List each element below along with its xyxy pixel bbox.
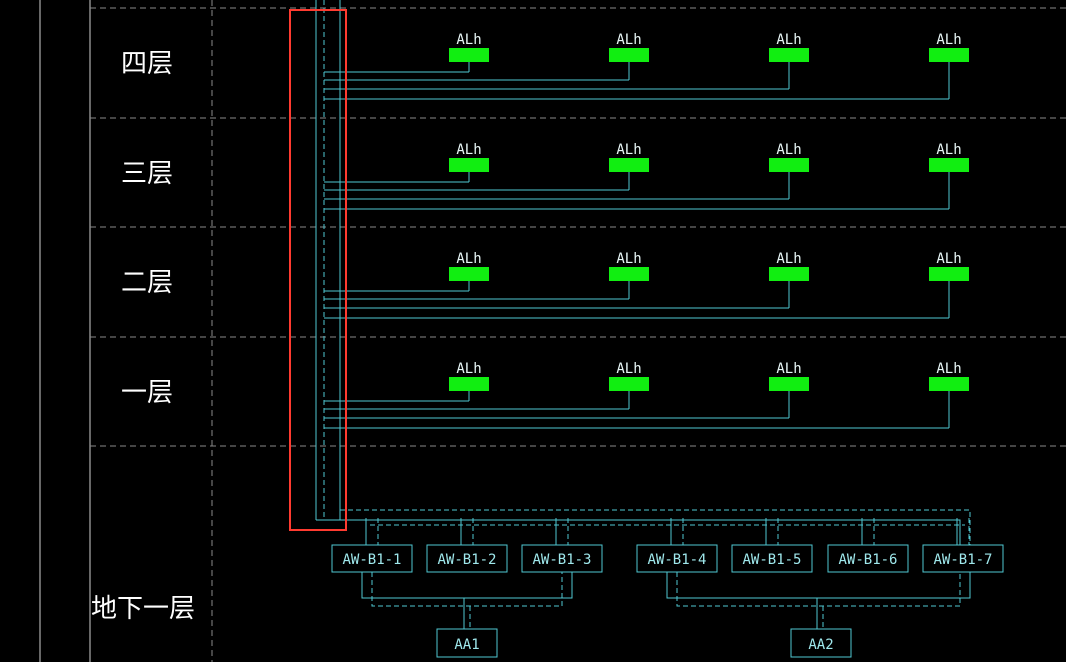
collector-line — [666, 572, 971, 599]
distribution-box — [827, 544, 909, 573]
main-panel-label: AA2 — [808, 637, 833, 653]
light-fixture — [609, 48, 649, 62]
distribution-box-label: AW-B1-5 — [742, 552, 801, 568]
floor-label-2: 三层 — [121, 159, 173, 189]
fixture-label: ALh — [456, 142, 481, 158]
collector-line-dashed — [676, 572, 961, 607]
fixture-label: ALh — [936, 361, 961, 377]
light-fixture — [449, 158, 489, 172]
fixture-label: ALh — [616, 251, 641, 267]
light-fixture — [929, 48, 969, 62]
distribution-box-label: AW-B1-6 — [838, 552, 897, 568]
wiring — [315, 0, 971, 629]
distribution-box — [922, 544, 1004, 573]
fixture-label: ALh — [936, 32, 961, 48]
light-fixture — [449, 267, 489, 281]
floor-label-4: 一层 — [121, 378, 173, 408]
distribution-box-label: AW-B1-4 — [647, 552, 706, 568]
distribution-box-label: AW-B1-1 — [342, 552, 401, 568]
distribution-box — [426, 544, 508, 573]
light-fixture — [929, 267, 969, 281]
collector-line-dashed — [371, 572, 563, 607]
distribution-box — [731, 544, 813, 573]
light-fixture — [769, 267, 809, 281]
light-fixture — [609, 377, 649, 391]
main-panel — [790, 628, 852, 658]
fixture-label: ALh — [456, 361, 481, 377]
drawing-frame — [39, 0, 1066, 662]
fixture-label: ALh — [776, 361, 801, 377]
light-fixture — [769, 377, 809, 391]
fixture-label: ALh — [616, 32, 641, 48]
fixture-label: ALh — [936, 142, 961, 158]
light-fixture — [449, 48, 489, 62]
light-fixture — [929, 377, 969, 391]
light-fixture — [609, 158, 649, 172]
fixture-label: ALh — [456, 32, 481, 48]
light-fixture — [929, 158, 969, 172]
fixture-label: ALh — [776, 142, 801, 158]
floor-label-3: 二层 — [121, 268, 173, 298]
main-panel-label: AA1 — [454, 637, 479, 653]
distribution-box — [521, 544, 603, 573]
bus-outer-dashed — [340, 509, 971, 545]
fixture-label: ALh — [616, 142, 641, 158]
light-fixture — [769, 158, 809, 172]
fixture-label: ALh — [936, 251, 961, 267]
bus-inner — [350, 519, 961, 545]
fixture-label: ALh — [776, 251, 801, 267]
light-fixture — [769, 48, 809, 62]
main-panel — [436, 628, 498, 658]
floor-label-1: 四层 — [121, 49, 173, 79]
distribution-box-label: AW-B1-7 — [933, 552, 992, 568]
distribution-box-label: AW-B1-3 — [532, 552, 591, 568]
riser-highlight-box — [289, 9, 347, 531]
distribution-box — [636, 544, 718, 573]
light-fixture — [449, 377, 489, 391]
distribution-boxes: AW-B1-1 AW-B1-2 AW-B1-3 AW-B1-4 AW-B1-5 AW-B1… — [331, 544, 1004, 658]
distribution-box-label: AW-B1-2 — [437, 552, 496, 568]
fixture-label: ALh — [776, 32, 801, 48]
distribution-box — [331, 544, 413, 573]
floor-label-basement: 地下一层 — [91, 594, 195, 624]
fixture-label: ALh — [456, 251, 481, 267]
fixture-label: ALh — [616, 361, 641, 377]
light-fixture — [609, 267, 649, 281]
collector-line — [361, 572, 573, 599]
